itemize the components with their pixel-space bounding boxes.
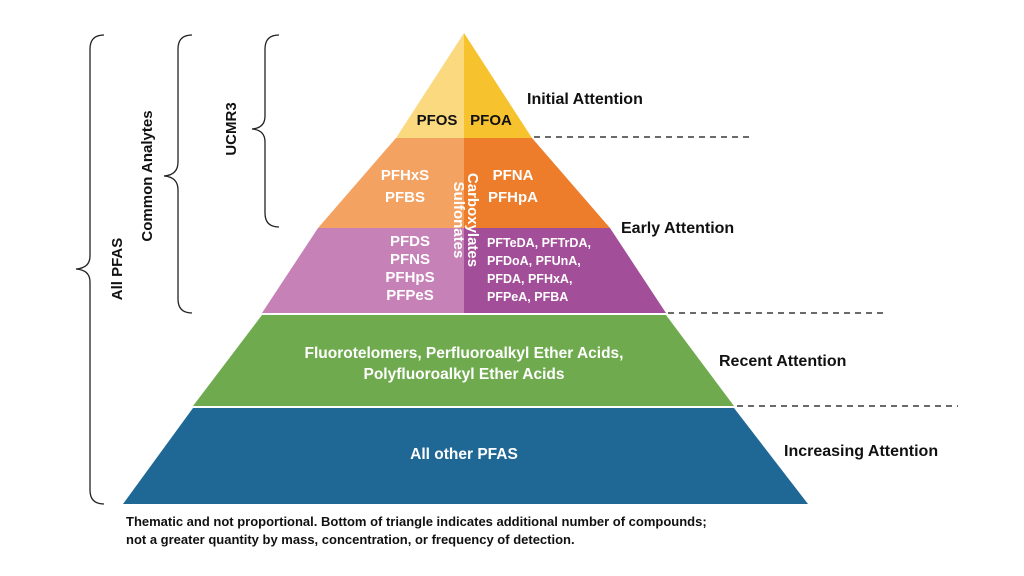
label-pfns: PFNS [390, 251, 430, 268]
tier-base [123, 408, 808, 504]
label-pfbs: PFBS [385, 189, 425, 206]
tier-mid-right [464, 228, 666, 313]
label-common-analytes: Common Analytes [139, 110, 156, 241]
label-all-other-pfas: All other PFAS [410, 446, 518, 463]
label-pfhpa: PFHpA [488, 189, 538, 206]
pyramid-labels: PFOS PFOA PFHxS PFBS PFNA PFHpA PFDS PFN… [305, 112, 624, 463]
label-pfoa: PFOA [470, 112, 512, 129]
pyramid [123, 33, 808, 504]
label-recent-line-1: Fluorotelomers, Perfluoroalkyl Ether Aci… [305, 345, 624, 362]
label-initial-attention: Initial Attention [527, 91, 643, 108]
label-sulfonates: Sulfonates [450, 182, 467, 259]
bracket-common-analytes [163, 34, 193, 314]
label-pfos: PFOS [417, 112, 458, 129]
attention-labels: Initial Attention Early Attention Recent… [527, 91, 938, 460]
attention-separators [534, 136, 958, 407]
tier-early-right [464, 138, 610, 228]
label-recent-attention: Recent Attention [719, 353, 846, 370]
label-carboxylate-row-3: PFDA, PFHxA, [487, 272, 572, 286]
label-carboxylate-row-4: PFPeA, PFBA [487, 290, 568, 304]
label-ucmr3: UCMR3 [223, 102, 240, 155]
tier-initial-left [396, 33, 464, 138]
label-pfna: PFNA [493, 167, 534, 184]
label-all-pfas: All PFAS [109, 238, 126, 301]
bracket-labels: UCMR3 Common Analytes All PFAS [109, 102, 240, 300]
tier-mid-left [262, 228, 464, 313]
label-pfds: PFDS [390, 233, 430, 250]
tier-early-left [318, 138, 464, 228]
brackets [75, 34, 280, 505]
footnote-line-1: Thematic and not proportional. Bottom of… [126, 514, 707, 529]
label-carboxylate-row-1: PFTeDA, PFTrDA, [487, 236, 591, 250]
tier-recent [193, 315, 734, 406]
bracket-all-pfas [75, 34, 105, 505]
bracket-ucmr3 [251, 34, 280, 228]
tier-initial-right [464, 33, 532, 138]
label-pfpes: PFPeS [386, 287, 434, 304]
footnote-line-2: not a greater quantity by mass, concentr… [126, 532, 575, 547]
label-recent-line-2: Polyfluoroalkyl Ether Acids [364, 366, 565, 383]
label-early-attention: Early Attention [621, 220, 734, 237]
label-carboxylates: Carboxylates [464, 173, 481, 267]
footnote: Thematic and not proportional. Bottom of… [126, 513, 846, 549]
label-carboxylate-row-2: PFDoA, PFUnA, [487, 254, 581, 268]
label-increasing-attention: Increasing Attention [784, 443, 938, 460]
label-pfhxs: PFHxS [381, 167, 429, 184]
label-pfhps: PFHpS [385, 269, 434, 286]
